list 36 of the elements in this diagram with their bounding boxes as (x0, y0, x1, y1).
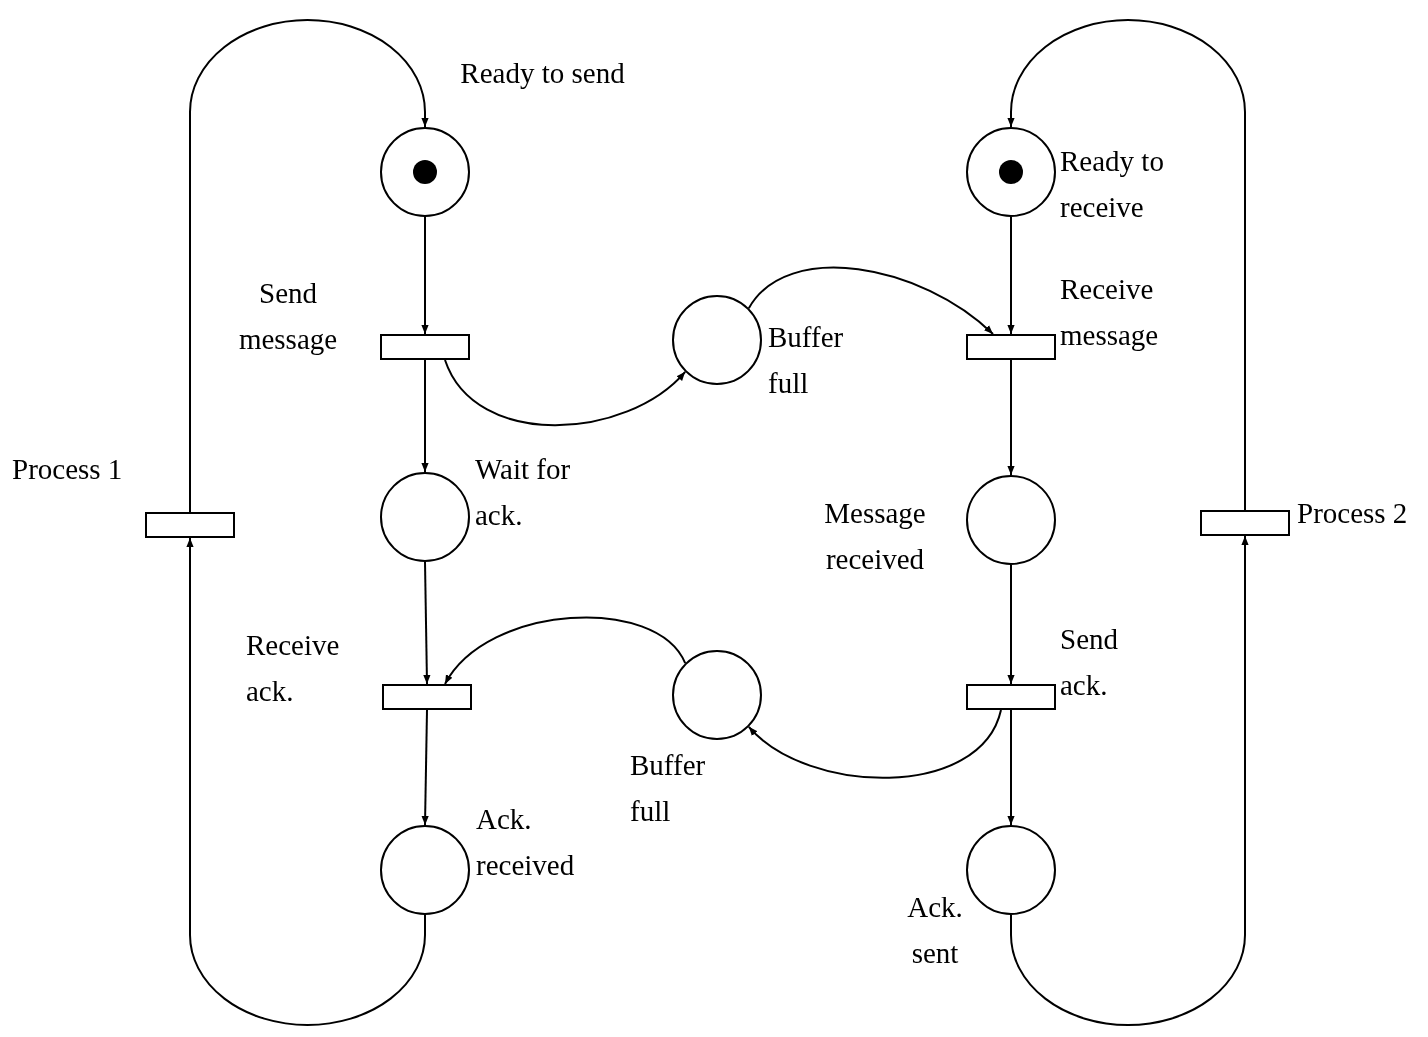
arc-arrow (1007, 216, 1015, 335)
arc-arrow (747, 709, 1002, 779)
arc-arrow (421, 709, 429, 826)
arc-arrow (189, 19, 429, 513)
arc-arrow (1007, 359, 1015, 476)
arc-arrow (421, 216, 429, 335)
node-label: Send ack. (1060, 622, 1119, 703)
transition-bar (382, 684, 472, 710)
arc-arrow (1007, 564, 1015, 685)
node-label: Buffer full (768, 320, 845, 401)
node-label: Receive message (1060, 272, 1160, 353)
transition-bar (966, 334, 1056, 360)
transition-bar (145, 512, 235, 538)
transition-bar (1200, 510, 1290, 536)
arc-arrow (747, 266, 994, 335)
arc-arrow (444, 359, 687, 427)
node-label: Ack. sent (906, 890, 964, 971)
arc-arrow (444, 616, 687, 685)
arc-arrow (1007, 19, 1246, 511)
node-label: Ready to receive (1060, 144, 1165, 225)
arc-arrow (423, 561, 431, 685)
arc-arrow (1010, 535, 1249, 1026)
transition-bar (966, 684, 1056, 710)
node-label: Message received (823, 496, 927, 577)
node-label: Wait for ack. (475, 452, 572, 533)
arc-arrow (1007, 709, 1015, 826)
node-label: Receive ack. (246, 628, 341, 709)
node-label: Ready to send (459, 56, 626, 91)
node-label: Process 2 (1297, 496, 1409, 531)
node-label: Buffer full (630, 748, 707, 829)
node-label: Ack. received (476, 802, 576, 883)
node-label: Process 1 (12, 452, 124, 487)
transition-bar (380, 334, 470, 360)
arc-arrow (186, 537, 426, 1026)
node-label: Send message (237, 276, 339, 357)
arc-arrow (421, 359, 429, 473)
